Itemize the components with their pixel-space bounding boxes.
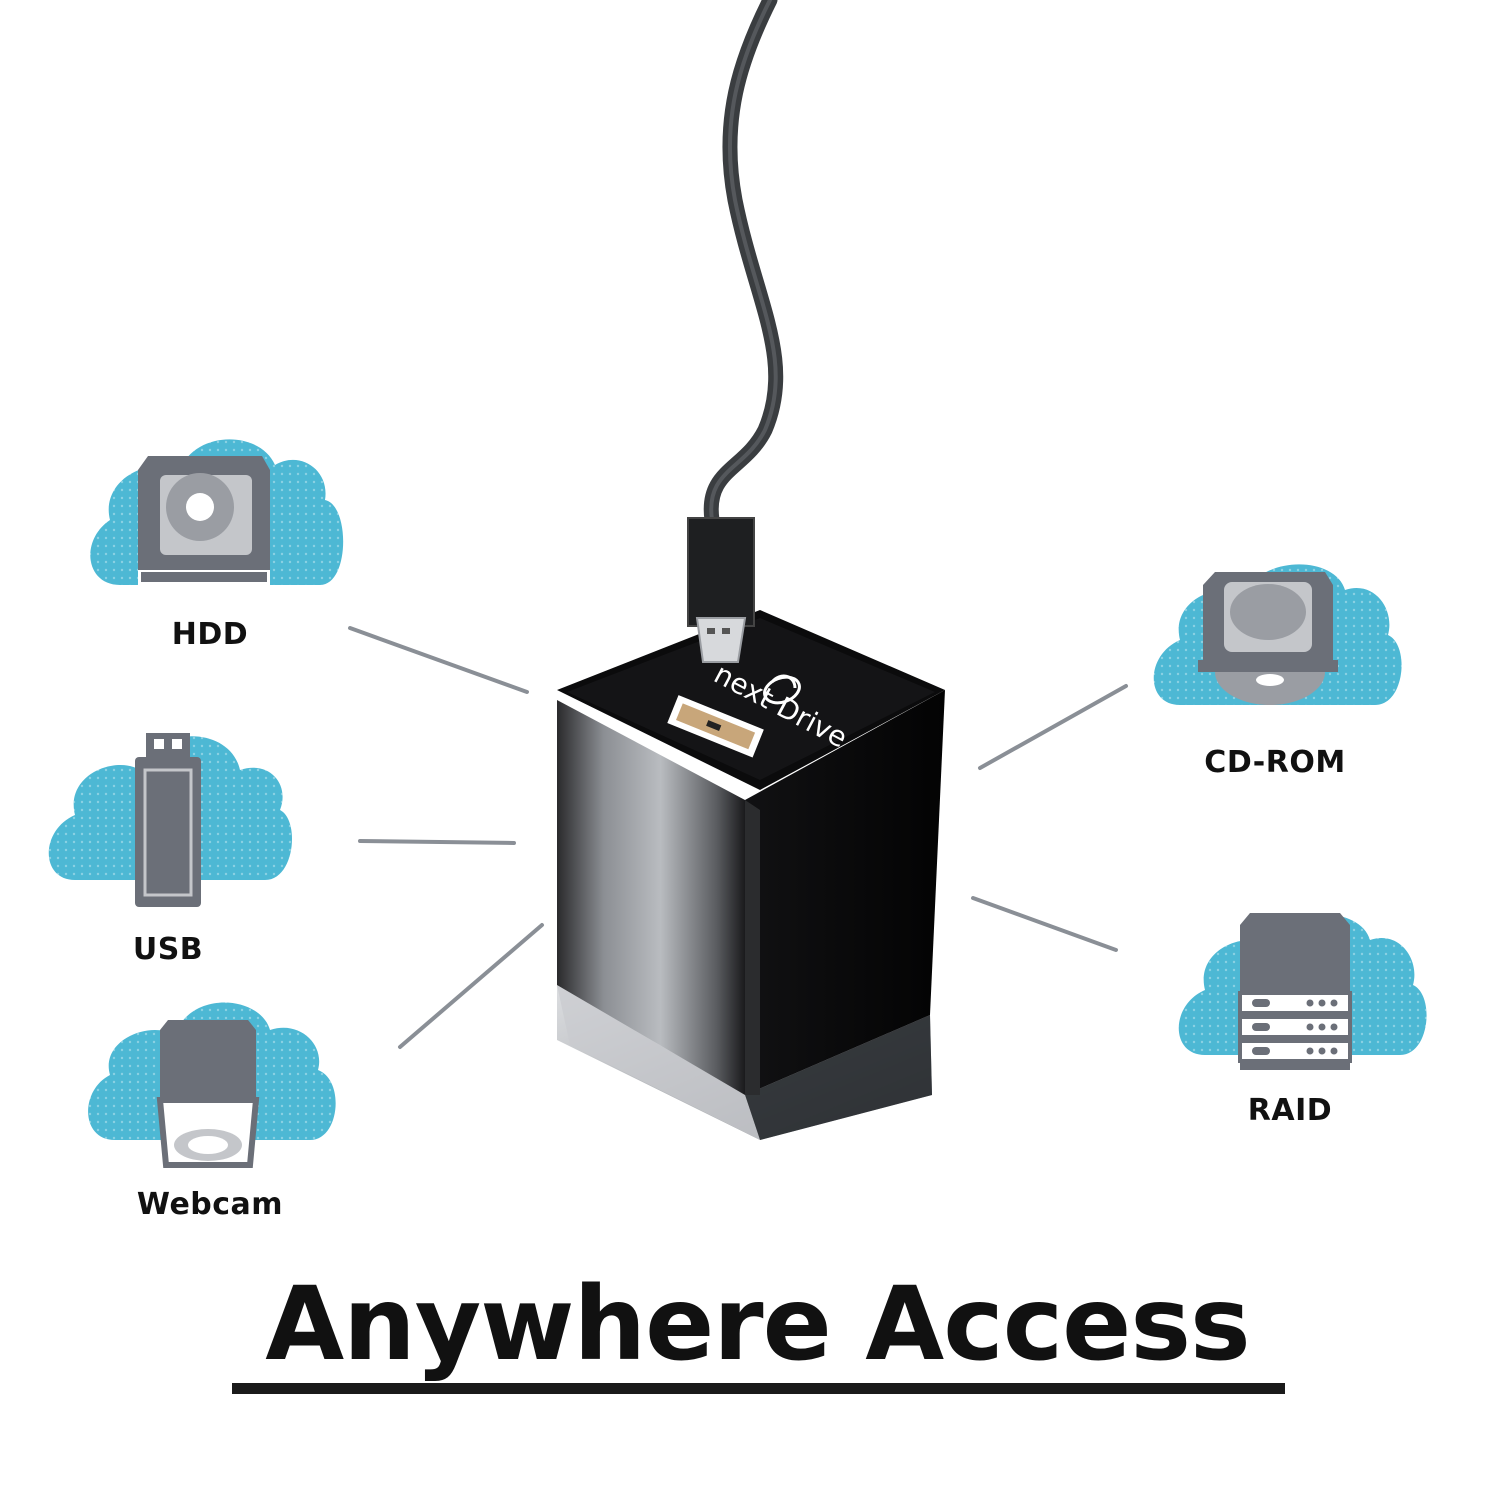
nextdrive-logo-icon	[763, 674, 801, 705]
webcam-icon	[156, 1020, 260, 1168]
nextdrive-device: next Drive	[557, 517, 945, 1140]
usb-group	[48, 733, 292, 907]
connector-raid	[971, 896, 1118, 952]
usb-cable	[703, 0, 784, 528]
hdd-icon	[138, 456, 270, 586]
page-title: Anywhere Access	[265, 1265, 1251, 1384]
device-label-raid: RAID	[1247, 1093, 1333, 1128]
hdd-group	[90, 439, 344, 586]
connector-usb	[358, 839, 516, 845]
usb-port	[667, 695, 764, 758]
device-label-cdrom: CD-ROM	[1204, 745, 1346, 780]
connector-lines	[348, 626, 1128, 1049]
usb-plug	[687, 517, 755, 663]
device-label-webcam: Webcam	[136, 1187, 284, 1222]
cdrom-group	[1153, 564, 1402, 705]
raid-icon	[1238, 913, 1352, 1070]
connector-webcam	[398, 923, 544, 1049]
usb-drive-icon	[135, 733, 201, 907]
title-underline	[232, 1383, 1285, 1394]
device-label-usb: USB	[132, 932, 204, 967]
device-label-hdd: HDD	[171, 617, 249, 652]
cd-rom-icon	[1198, 572, 1338, 705]
webcam-group	[88, 1002, 336, 1168]
raid-group	[1178, 913, 1427, 1070]
connector-cdrom	[978, 684, 1128, 770]
connector-hdd	[348, 626, 529, 694]
